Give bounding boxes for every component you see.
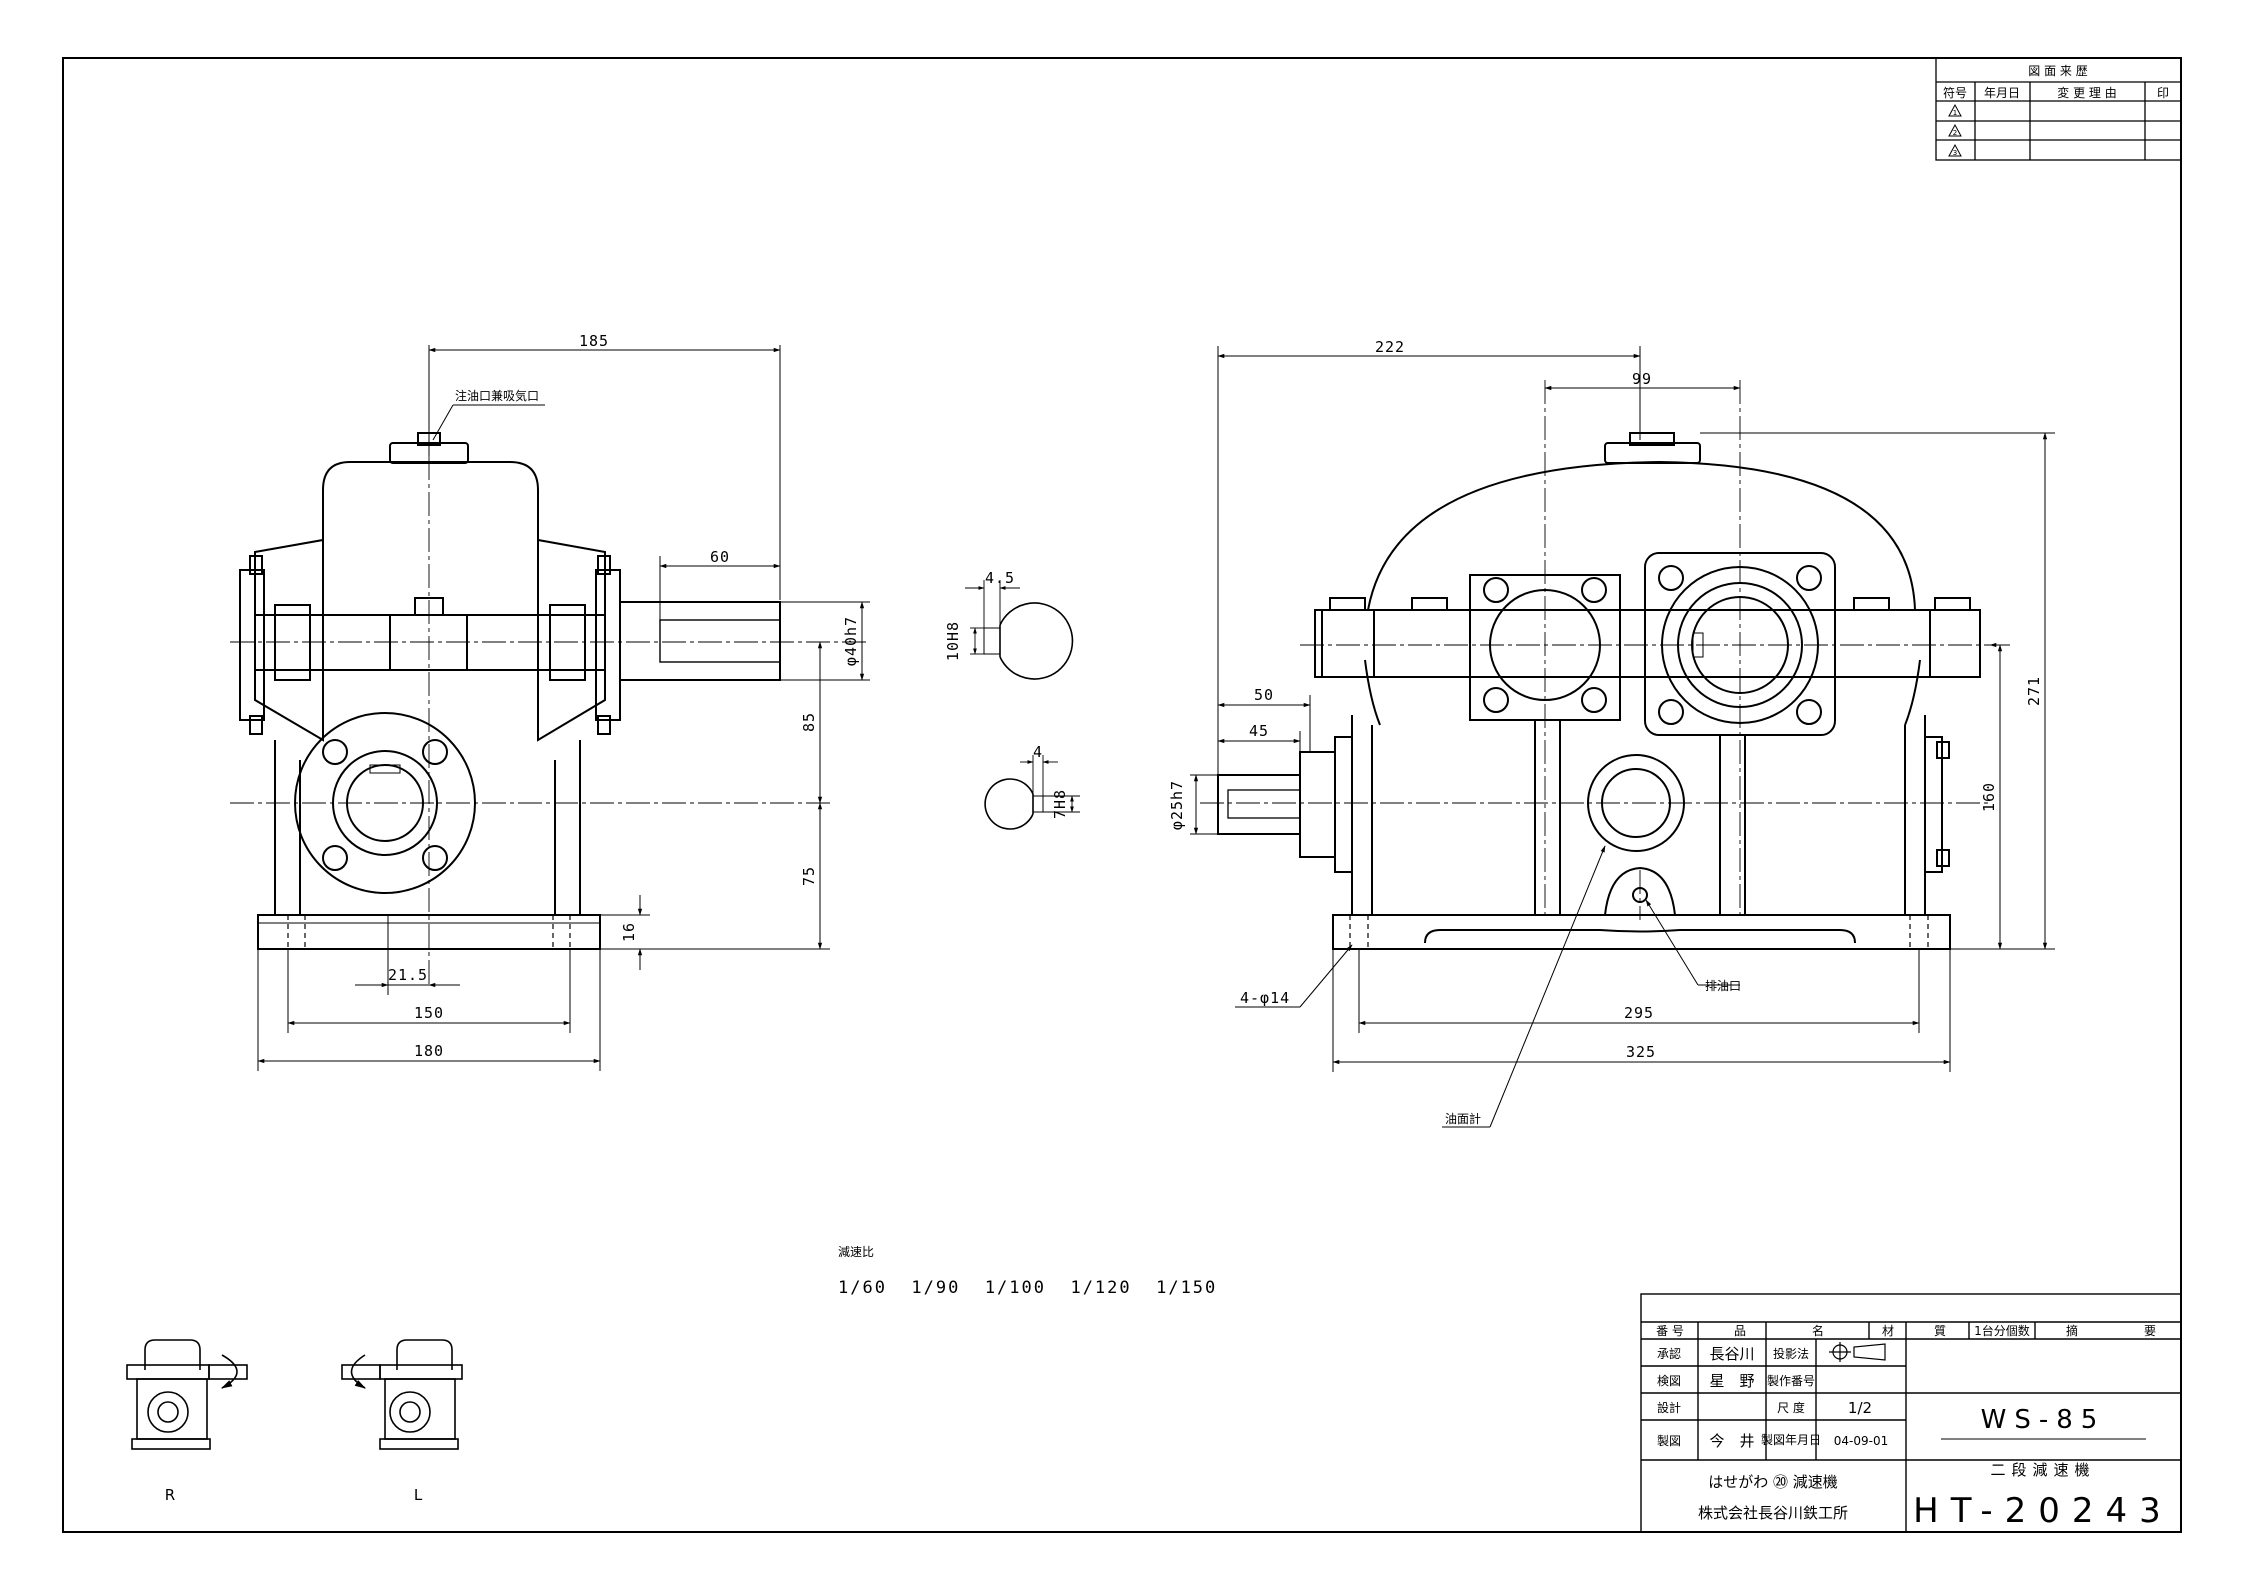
dim-holes: 4-φ14 [1240,989,1290,1007]
projection-symbol [1829,1342,1886,1362]
tb-header-no: 番 号 [1656,1324,1684,1338]
tb-check-name: 星 野 [1709,1372,1754,1390]
dim-21-5: 21.5 [388,966,428,984]
tb-draw-label: 製図 [1657,1434,1681,1448]
side-view [1217,432,1981,950]
tb-date-label: 製図年月日 [1761,1433,1821,1447]
side-centerlines [1200,380,2010,920]
keyway-a-width: 4.5 [985,569,1015,587]
tb-header-name-a: 品 [1734,1324,1746,1338]
dim-222: 222 [1375,338,1405,356]
dim-160: 160 [1980,782,1998,812]
keyway-b-depth: 7H8 [1051,789,1069,819]
rev-header-mark: 符号 [1943,85,1967,100]
hand-view-right-label: R [165,1486,175,1504]
hand-view-left-label: L [414,1486,423,1504]
side-dimensions [1190,346,2055,1128]
label-oil-fill: 注油口兼吸気口 [455,388,539,403]
tb-model: WS-85 [1981,1405,2106,1435]
tb-design-label: 設計 [1657,1400,1681,1415]
tb-serial-label: 製作番号 [1767,1374,1815,1388]
tb-header-name-b: 名 [1812,1323,1824,1338]
tb-header-material-b: 質 [1934,1323,1946,1338]
tb-scale-label: 尺 度 [1777,1400,1805,1415]
tb-approve-label: 承認 [1657,1346,1681,1361]
dim-295: 295 [1624,1004,1654,1022]
rev-marks [1948,103,1962,157]
dim-85: 85 [800,712,818,732]
dim-16: 16 [620,922,638,942]
dim-shaft-dia-25: φ25h7 [1168,780,1186,830]
tb-scale-value: 1/2 [1848,1399,1872,1417]
tb-header-remarks-a: 摘 [2066,1323,2078,1338]
tb-drawing-no: HT-20243 [1913,1491,2173,1531]
title-block [1640,1293,2182,1533]
dim-60: 60 [710,548,730,566]
tb-check-label: 検図 [1657,1374,1681,1388]
revision-table [1935,57,2182,161]
tb-product: 二段減速機 [1990,1461,2095,1479]
dim-75: 75 [800,866,818,886]
front-dimensions [257,345,870,1071]
tb-header-qty: 1台分個数 [1974,1323,2030,1338]
ratio-title: 減速比 [838,1244,874,1259]
hand-view-left [341,1339,463,1450]
tb-approve-name: 長谷川 [1709,1345,1754,1363]
front-view [239,432,781,950]
dim-185: 185 [579,332,609,350]
tb-brand: はせがわ ⑳ 減速機 [1708,1473,1838,1491]
rev-header-reason: 変 更 理 由 [2057,85,2116,100]
tb-date-value: 04-09-01 [1834,1434,1888,1448]
rev-header-seal: 印 [2157,86,2169,100]
dim-99: 99 [1632,370,1652,388]
label-drain: 排油口 [1705,979,1741,993]
rev-mark-1: 1 [1953,109,1957,117]
dim-50: 50 [1254,686,1274,704]
rev-mark-3: 3 [1953,149,1957,157]
keyway-detail-a [965,580,1074,680]
dim-271: 271 [2025,676,2043,706]
front-centerlines [230,420,870,985]
keyway-a-depth: 10H8 [944,621,962,661]
tb-header-material-a: 材 [1882,1324,1894,1338]
keyway-b-width: 4 [1033,743,1043,761]
dim-150: 150 [414,1004,444,1022]
drawing-frame [62,57,2182,1533]
rev-header-date: 年月日 [1984,86,2020,100]
dim-325: 325 [1626,1043,1656,1061]
hand-view-right [126,1339,248,1450]
tb-draw-name: 今 井 [1709,1432,1754,1450]
label-oil-gauge: 油面計 [1445,1111,1481,1126]
tb-header-remarks-b: 要 [2144,1324,2156,1338]
dim-45: 45 [1249,722,1269,740]
rev-mark-2: 2 [1953,129,1957,137]
keyway-detail-b [984,755,1080,830]
dim-shaft-dia-40: φ40h7 [842,616,860,666]
tb-projection-label: 投影法 [1773,1346,1809,1361]
ratio-values: 1/60 1/90 1/100 1/120 1/150 [838,1278,1217,1298]
revision-table-title: 図 面 来 歴 [2028,64,2087,78]
tb-company: 株式会社長谷川鉄工所 [1698,1504,1848,1522]
dim-180: 180 [414,1042,444,1060]
